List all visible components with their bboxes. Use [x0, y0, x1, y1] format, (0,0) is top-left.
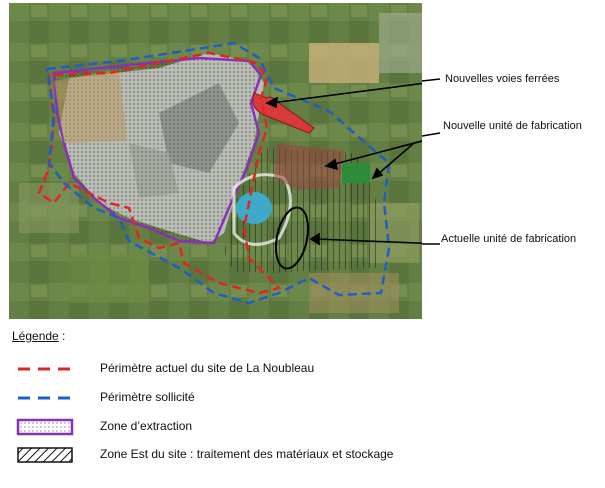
red-dashed-line-icon	[18, 367, 72, 371]
callout-new-railway: Nouvelles voies ferrées	[445, 73, 560, 85]
requested-perimeter	[45, 41, 391, 305]
water-basin	[236, 192, 272, 224]
current-perimeter	[37, 51, 282, 295]
callout-new-plant: Nouvelle unité de fabrication	[443, 120, 582, 132]
legend-item-requested-perimeter: Périmètre sollicité	[12, 387, 572, 409]
current-plant-ellipse	[274, 206, 310, 270]
new-plant-green	[342, 163, 370, 183]
purple-dotted-box-icon	[16, 418, 74, 436]
legend-label: Zone d’extraction	[100, 419, 193, 433]
legend-label: Zone Est du site : traitement des matéri…	[100, 447, 394, 461]
legend-item-extraction-zone: Zone d’extraction	[12, 416, 572, 438]
new-plant-zone	[274, 143, 344, 190]
legend-label: Périmètre actuel du site de La Noubleau	[100, 361, 315, 375]
legend-title: Légende :	[12, 329, 66, 343]
hatched-box-icon	[17, 447, 73, 463]
legend-item-east-zone: Zone Est du site : traitement des matéri…	[12, 444, 572, 466]
treatment-storage-zone	[224, 148, 379, 273]
callout-current-plant: Actuelle unité de fabrication	[441, 233, 577, 245]
site-map	[9, 3, 422, 319]
legend-label: Périmètre sollicité	[100, 390, 195, 404]
legend-item-current-perimeter: Périmètre actuel du site de La Noubleau	[12, 358, 572, 380]
callout-arrows	[265, 82, 422, 246]
blue-dashed-line-icon	[18, 396, 72, 400]
